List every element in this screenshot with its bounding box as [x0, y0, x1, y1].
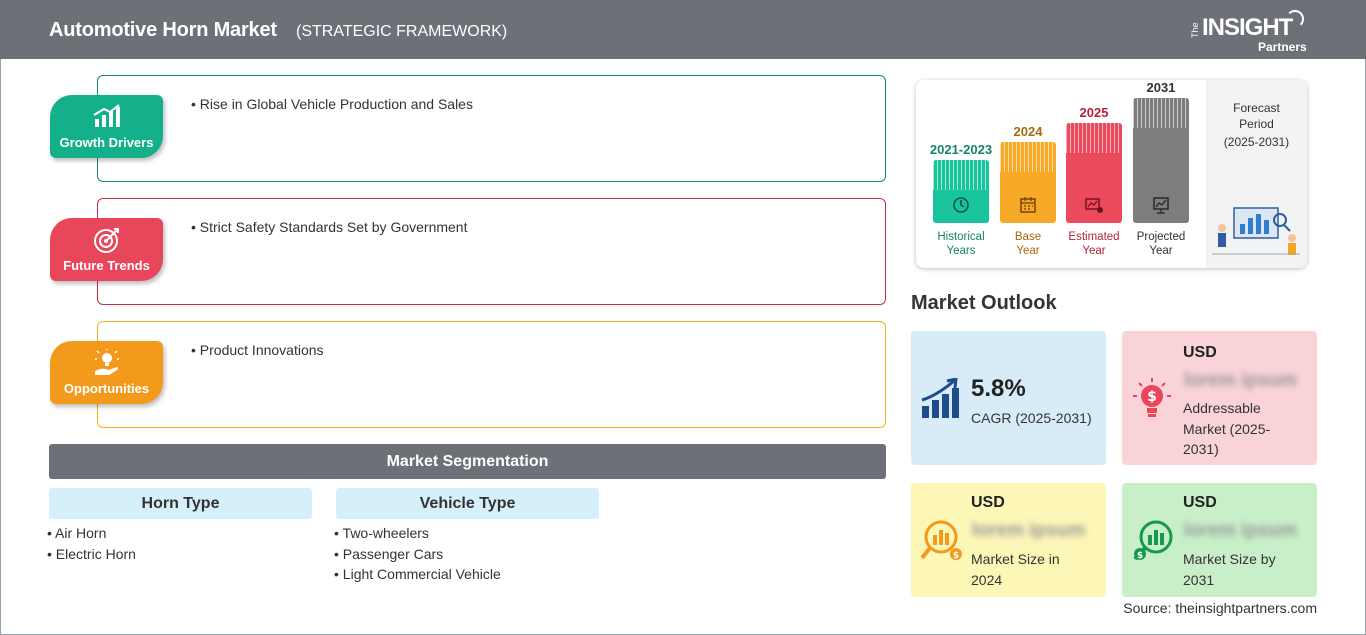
cagr-label: CAGR (2025-2031): [971, 410, 1092, 426]
future-trends-badge: Future Trends: [50, 218, 163, 281]
svg-text:$: $: [1137, 551, 1143, 561]
market-outlook-title: Market Outlook: [911, 292, 1057, 314]
market-segmentation-title: Market Segmentation: [49, 444, 886, 479]
bar-stripes: [1000, 142, 1056, 172]
addressable-value: lorem ipsum: [1184, 370, 1297, 391]
money-chart-icon: $: [920, 520, 962, 561]
timeline-label-line2: Year: [1016, 245, 1040, 257]
logo-the: The: [1190, 22, 1200, 38]
dollar-bulb-icon: $: [1133, 378, 1171, 417]
addressable-desc-line2: Market (2025-: [1183, 420, 1271, 437]
logo-arc-icon: [1286, 10, 1304, 28]
horn-type-heading: Horn Type: [49, 488, 312, 519]
list-item: Passenger Cars: [334, 546, 501, 567]
money-chart-icon: $: [1133, 520, 1173, 561]
forecast-period-text: Forecast Period (2025-2031): [1206, 100, 1307, 150]
page-title: Automotive Horn Market: [49, 19, 277, 41]
timeline-icon: [1020, 197, 1036, 213]
growth-drivers-label: Growth Drivers: [59, 135, 154, 150]
vehicle-type-list: Two-wheelers Passenger Cars Light Commer…: [334, 525, 501, 587]
timeline-year: 2025: [1079, 105, 1109, 120]
addressable-desc-line1: Addressable: [1183, 400, 1261, 416]
forecast-line1: Forecast: [1233, 101, 1280, 115]
cagr-card: 5.8% CAGR (2025-2031): [911, 331, 1106, 465]
logo-partners: Partners: [1258, 40, 1307, 54]
size-2024-value: lorem ipsum: [972, 520, 1085, 541]
size-2031-usd: USD: [1183, 494, 1217, 511]
timeline-label-line2: Year: [1082, 245, 1106, 257]
growth-chart-icon: [921, 378, 959, 418]
source-citation: Source: theinsightpartners.com: [1123, 600, 1317, 616]
size-2031-desc-line1: Market Size by: [1183, 551, 1276, 567]
target-icon: [94, 228, 119, 253]
horn-type-list: Air Horn Electric Horn: [47, 525, 136, 566]
timeline-bar: [1066, 123, 1122, 223]
timeline-icon: [953, 197, 969, 213]
page-subtitle: (STRATEGIC FRAMEWORK): [296, 23, 508, 40]
lightbulb-hand-icon: [95, 349, 119, 375]
size-2024-desc-line2: 2024: [971, 571, 1003, 588]
timeline-label-line1: Base: [1014, 231, 1042, 243]
future-trends-label: Future Trends: [63, 258, 150, 273]
timeline-label-line1: Projected: [1136, 231, 1186, 243]
growth-drivers-box: • Rise in Global Vehicle Production and …: [97, 75, 886, 182]
future-trends-bullet: • Strict Safety Standards Set by Governm…: [191, 219, 468, 235]
timeline-year: 2024: [1013, 124, 1043, 139]
bar-stripes: [1066, 123, 1122, 153]
vehicle-type-heading: Vehicle Type: [336, 488, 599, 519]
timeline-icon: [1085, 198, 1103, 213]
size-2031-desc: Market Size by 2031: [1183, 549, 1276, 590]
logo-insight: INSIGHT: [1202, 14, 1293, 41]
size-2031-desc-line2: 2031: [1183, 571, 1215, 588]
svg-text:$: $: [953, 551, 959, 561]
growth-drivers-badge: Growth Drivers: [50, 95, 163, 158]
addressable-market-card: $ USD lorem ipsum Addressable Market (20…: [1122, 331, 1317, 465]
timeline-label-line2: Year: [1149, 245, 1173, 257]
timeline-bar: [1133, 98, 1189, 223]
cagr-value: 5.8%: [971, 375, 1026, 402]
market-size-2024-card: $ USD lorem ipsum Market Size in 2024: [911, 483, 1106, 597]
list-item: Air Horn: [47, 525, 136, 546]
analytics-people-icon: [1212, 207, 1300, 255]
timeline-label-line2: Years: [946, 245, 976, 257]
size-2024-desc-line1: Market Size in: [971, 551, 1060, 567]
timeline-icon: [1153, 197, 1169, 214]
list-item: Light Commercial Vehicle: [334, 566, 501, 587]
timeline-year: 2031: [1146, 80, 1176, 95]
list-item: Electric Horn: [47, 546, 136, 567]
timeline-label-line1: Estimated: [1068, 231, 1120, 243]
bar-stripes: [933, 160, 989, 190]
opportunities-label: Opportunities: [63, 381, 150, 396]
addressable-usd: USD: [1183, 344, 1217, 361]
addressable-desc: Addressable Market (2025- 2031): [1183, 398, 1270, 460]
opportunities-box: • Product Innovations: [97, 321, 886, 428]
size-2024-usd: USD: [971, 494, 1005, 511]
list-item: Two-wheelers: [334, 525, 501, 546]
opportunities-badge: Opportunities: [50, 341, 163, 404]
growth-chart-icon: [93, 104, 120, 127]
size-2031-value: lorem ipsum: [1184, 520, 1297, 541]
insight-partners-logo[interactable]: The INSIGHT Partners: [1190, 8, 1315, 54]
addressable-desc-line3: 2031): [1183, 441, 1219, 457]
bar-stripes: [1133, 98, 1189, 128]
timeline-bar: [933, 160, 989, 223]
forecast-line3: (2025-2031): [1223, 135, 1290, 149]
market-size-2031-card: $ USD lorem ipsum Market Size by 2031: [1122, 483, 1317, 597]
timeline-bar: [1000, 142, 1056, 223]
timeline-label-line1: Historical: [937, 231, 985, 243]
timeline-year: 2021-2023: [929, 142, 993, 157]
opportunities-bullet: • Product Innovations: [191, 342, 324, 358]
forecast-line2: Period: [1239, 117, 1274, 131]
size-2024-desc: Market Size in 2024: [971, 549, 1060, 590]
growth-drivers-bullet: • Rise in Global Vehicle Production and …: [191, 96, 473, 112]
header-bar: Automotive Horn Market (STRATEGIC FRAMEW…: [0, 0, 1366, 59]
svg-text:$: $: [1147, 389, 1157, 405]
future-trends-box: • Strict Safety Standards Set by Governm…: [97, 198, 886, 305]
